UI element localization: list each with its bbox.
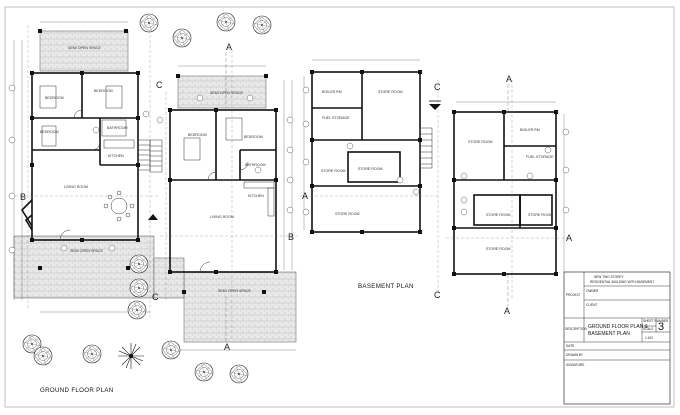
title-block-sheet-label: SHEET NUMBER	[643, 319, 669, 323]
ground-floor-left-unit	[8, 20, 160, 320]
title-block-scale-label: SCALE	[643, 327, 653, 331]
title-block-owner-label: OWNER	[586, 289, 599, 293]
room-label-kitchen-1: KITCHEN	[108, 154, 124, 158]
section-mark-a-bottom-basement: A	[504, 306, 510, 316]
room-label-semi-open-space-right: SEMI OPEN SPACE	[210, 91, 243, 95]
title-block-description-line-2: BASEMENT PLAN	[588, 331, 630, 337]
room-label-kitchen-2: KITCHEN	[248, 194, 264, 198]
room-label-bathroom-2: BATHROOM	[245, 163, 266, 167]
title-block-description-line-1: GROUND FLOOR PLAN &	[588, 324, 649, 330]
title-block-signature-label: SIGNATURE	[566, 363, 584, 367]
title-block-project-line-2: RESIDENTIAL BUILDING WITH BASEMENT	[590, 280, 654, 284]
room-label-boiler-rm-1: BOILER RM	[322, 90, 342, 94]
section-mark-b-left-ground: B	[20, 192, 26, 202]
section-mark-a-top-ground: A	[226, 42, 232, 52]
room-label-semi-open-space-top: SEMI OPEN SPACE	[68, 46, 101, 50]
title-block-description-label: DESCRIPTION	[565, 327, 587, 331]
room-label-fuel-storage-2: FUEL STORAGE	[526, 155, 554, 159]
room-label-store-room-7: STORE ROOM	[528, 213, 553, 217]
section-mark-a-left-basement: A	[302, 191, 308, 201]
section-mark-c-top-basement: C	[434, 82, 441, 92]
basement-left-block	[300, 59, 441, 300]
basement-plan-title: BASEMENT PLAN	[358, 283, 414, 290]
room-label-store-room-2: STORE ROOM	[321, 169, 346, 173]
room-label-bedroom-4: BEDROOM	[188, 133, 207, 137]
room-label-living-room-1: LIVING ROOM	[64, 185, 88, 189]
right-unit-exterior-walls	[169, 109, 277, 273]
room-label-living-room-2: LIVING ROOM	[210, 215, 234, 219]
entrance-marker-icon	[148, 214, 158, 220]
title-block-project-line-1: NEW TWO STOREY	[594, 275, 625, 279]
room-label-store-room-4: STORE ROOM	[335, 212, 360, 216]
section-mark-a-top-basement: A	[506, 74, 512, 84]
ground-floor-plan-title: GROUND FLOOR PLAN	[40, 387, 114, 394]
room-label-fuel-storage-1: FUEL STORAGE	[322, 116, 350, 120]
semi-open-space-front-paving	[183, 271, 297, 343]
section-mark-c-top-ground: C	[156, 80, 163, 90]
section-mark-c-bottom-basement: C	[434, 290, 441, 300]
room-label-store-room-6: STORE ROOM	[486, 213, 511, 217]
room-label-store-room-5: STORE ROOM	[468, 140, 493, 144]
semi-open-space-top-paving	[39, 30, 129, 72]
section-cut-lines	[225, 52, 509, 344]
room-label-store-room-1: STORE ROOM	[378, 90, 403, 94]
title-block-sheet-number: 3	[658, 321, 664, 333]
room-label-bathroom-1: BATHROOM	[107, 126, 128, 130]
room-label-semi-open-space-front: SEMI OPEN SPACE	[218, 289, 251, 293]
room-label-bedroom-2: BEDROOM	[94, 89, 113, 93]
title-block-client-label: CLIENT	[586, 303, 597, 307]
room-label-bedroom-1: BEDROOM	[45, 96, 64, 100]
room-label-store-room-8: STORE ROOM	[486, 247, 511, 251]
down-marker-icon	[429, 104, 441, 110]
ground-floor-right-unit	[148, 50, 300, 351]
semi-open-space-right-paving	[177, 75, 267, 109]
room-label-semi-open-space-bottom: SEMI OPEN SPACE	[70, 249, 103, 253]
room-label-bedroom-3: BEDROOM	[40, 130, 59, 134]
section-mark-c-bottom-ground: C	[152, 292, 159, 302]
title-block-date-label: DATE	[566, 344, 574, 348]
section-mark-a-right-basement: A	[566, 233, 572, 243]
room-label-bedroom-5: BEDROOM	[244, 135, 263, 139]
title-block-project-label: PROJECT	[566, 293, 581, 297]
title-block	[563, 271, 671, 405]
title-block-scale-value: 1:100	[645, 336, 653, 340]
title-block-drawn-label: DRAWN BY	[566, 353, 584, 357]
section-mark-a-bottom-ground: A	[224, 342, 230, 352]
sheet-border	[4, 6, 675, 408]
room-label-boiler-rm-2: BOILER RM	[520, 128, 540, 132]
basement-right-block	[446, 80, 570, 300]
room-label-store-room-3: STORE ROOM	[358, 167, 383, 171]
section-mark-b-right-ground: B	[288, 232, 294, 242]
